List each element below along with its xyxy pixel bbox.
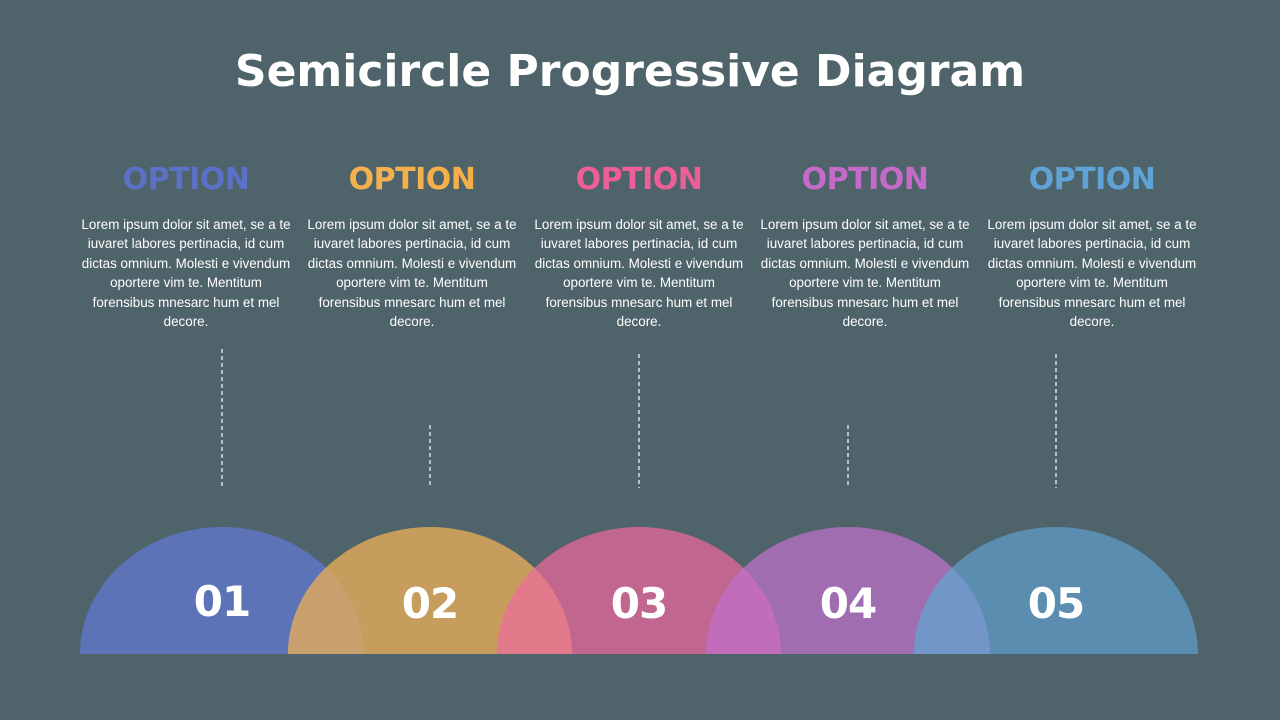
option-column-2: OPTION Lorem ipsum dolor sit amet, se a … xyxy=(304,160,520,331)
option-column-4: OPTION Lorem ipsum dolor sit amet, se a … xyxy=(757,160,973,331)
option-heading: OPTION xyxy=(575,162,703,197)
option-description: Lorem ipsum dolor sit amet, se a te iuva… xyxy=(81,217,291,330)
page-title: Semicircle Progressive Diagram xyxy=(234,46,1026,97)
option-heading: OPTION xyxy=(801,162,929,197)
step-number-5: 05 xyxy=(1027,579,1085,628)
step-number-3: 03 xyxy=(610,579,668,628)
option-column-1: OPTION Lorem ipsum dolor sit amet, se a … xyxy=(78,160,294,331)
step-number-4: 04 xyxy=(819,579,877,628)
option-column-3: OPTION Lorem ipsum dolor sit amet, se a … xyxy=(531,160,747,331)
option-description: Lorem ipsum dolor sit amet, se a te iuva… xyxy=(987,217,1197,330)
step-number-2: 02 xyxy=(401,579,459,628)
option-heading: OPTION xyxy=(122,162,250,197)
step-number-1: 01 xyxy=(193,577,251,626)
option-heading: OPTION xyxy=(348,162,476,197)
option-description: Lorem ipsum dolor sit amet, se a te iuva… xyxy=(760,217,970,330)
option-column-5: OPTION Lorem ipsum dolor sit amet, se a … xyxy=(984,160,1200,331)
option-heading: OPTION xyxy=(1028,162,1156,197)
option-description: Lorem ipsum dolor sit amet, se a te iuva… xyxy=(307,217,517,330)
option-description: Lorem ipsum dolor sit amet, se a te iuva… xyxy=(534,217,744,330)
semicircle-3 xyxy=(497,527,781,654)
